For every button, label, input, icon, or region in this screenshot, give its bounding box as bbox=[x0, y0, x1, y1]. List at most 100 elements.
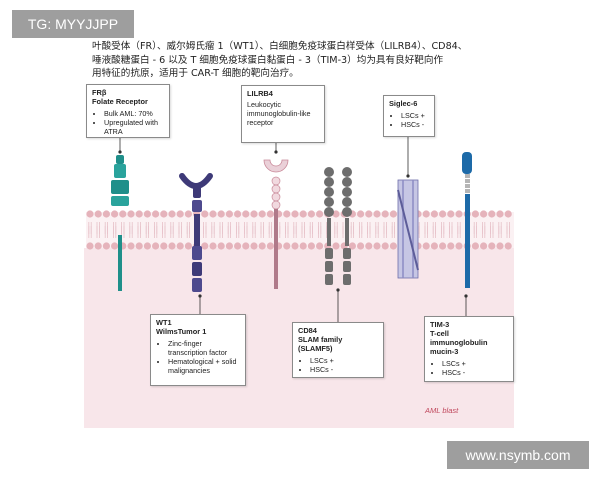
lipid-tail bbox=[268, 226, 272, 238]
fr-bullet: Bulk AML: 70% bbox=[104, 109, 164, 118]
lipid-head bbox=[471, 210, 479, 218]
lilrb4-card-desc: Leukocytic immunoglobulin-like receptor bbox=[247, 100, 311, 127]
lipid-tail bbox=[137, 226, 141, 238]
wt1-bullet: Zinc-finger transcription factor bbox=[168, 339, 240, 357]
lipid-head bbox=[283, 242, 291, 250]
lipid-tail bbox=[145, 226, 149, 238]
lipid-tail bbox=[186, 226, 190, 238]
lipid-tail bbox=[391, 226, 395, 238]
lipid-head bbox=[291, 210, 299, 218]
lipid-head bbox=[225, 242, 233, 250]
siglec-bullet: LSCs + bbox=[401, 111, 429, 120]
cd84-card: CD84 SLAM family (SLAMF5) LSCs + HSCs - bbox=[292, 322, 384, 378]
lipid-head bbox=[357, 210, 365, 218]
caption-line: 唾液酸糖蛋白 - 6 以及 T 细胞免疫球蛋白黏蛋白 - 3（TIM-3）均为具… bbox=[92, 54, 444, 66]
lipid-head bbox=[250, 242, 258, 250]
lipid-head bbox=[143, 242, 151, 250]
lipid-tail bbox=[244, 226, 248, 238]
lipid-head bbox=[430, 242, 438, 250]
lipid-head bbox=[111, 210, 119, 218]
wt1-bullet: Hematological + solid malignancies bbox=[168, 357, 240, 375]
cd84-card-bullets: LSCs + HSCs - bbox=[298, 356, 378, 374]
lipid-tail bbox=[318, 226, 322, 238]
tim3-card-title: TIM-3 bbox=[430, 320, 450, 329]
lipid-head bbox=[439, 210, 447, 218]
lipid-head bbox=[168, 242, 176, 250]
leader-dots bbox=[118, 150, 468, 298]
lipid-head bbox=[127, 210, 135, 218]
tim3-card: TIM-3 T-cell immunoglobulin mucin-3 LSCs… bbox=[424, 316, 514, 382]
fr-card-subtitle: Folate Receptor bbox=[92, 97, 148, 106]
lipid-head bbox=[94, 242, 102, 250]
caption-line: 叶酸受体（FR）、威尔姆氏瘤 1（WT1）、白细胞免疫球蛋白样受体（LILRB4… bbox=[92, 41, 468, 52]
lipid-tail bbox=[219, 226, 223, 238]
lipid-head bbox=[291, 242, 299, 250]
lipid-head bbox=[316, 210, 324, 218]
lipid-head bbox=[184, 210, 192, 218]
lipid-head bbox=[258, 242, 266, 250]
lipid-head bbox=[447, 210, 455, 218]
lipid-tail bbox=[482, 226, 486, 238]
lipid-head bbox=[471, 242, 479, 250]
lipid-tail bbox=[293, 226, 297, 238]
lipid-head bbox=[480, 242, 488, 250]
lipid-tail bbox=[367, 226, 371, 238]
lipid-head bbox=[242, 210, 250, 218]
lipid-head bbox=[119, 210, 127, 218]
wt1-card-bullets: Zinc-finger transcription factor Hematol… bbox=[156, 339, 240, 375]
siglec-card-bullets: LSCs + HSCs - bbox=[389, 111, 429, 129]
lipid-tail bbox=[211, 226, 215, 238]
cd84-bullet: HSCs - bbox=[310, 365, 378, 374]
tim3-card-bullets: LSCs + HSCs - bbox=[430, 359, 508, 377]
lipid-head bbox=[332, 242, 340, 250]
lipid-head bbox=[160, 210, 168, 218]
lipid-head bbox=[176, 210, 184, 218]
lipid-head bbox=[307, 242, 315, 250]
lipid-head bbox=[365, 242, 373, 250]
lipid-head bbox=[316, 242, 324, 250]
lipid-head bbox=[217, 242, 225, 250]
watermark-tag: TG: MYYJJPP bbox=[12, 10, 134, 38]
lipid-tail bbox=[88, 226, 92, 238]
lipid-head bbox=[299, 242, 307, 250]
tim3-bullet: HSCs - bbox=[442, 368, 508, 377]
lilrb4-receptor-icon bbox=[263, 159, 289, 289]
lipid-tail bbox=[383, 226, 387, 238]
lipid-tail bbox=[154, 226, 158, 238]
lipid-head bbox=[86, 210, 94, 218]
lipid-tail bbox=[457, 226, 461, 238]
lipid-tail bbox=[473, 226, 477, 238]
lipid-tail bbox=[449, 226, 453, 238]
fr-card: FRβ Folate Receptor Bulk AML: 70% Upregu… bbox=[86, 84, 170, 138]
lipid-tail bbox=[506, 226, 510, 238]
lilrb4-card: LILRB4 Leukocytic immunoglobulin-like re… bbox=[241, 85, 325, 143]
tim3-receptor-icon bbox=[462, 152, 472, 288]
lipid-head bbox=[299, 210, 307, 218]
lipid-head bbox=[389, 242, 397, 250]
lipid-head bbox=[250, 210, 258, 218]
lipid-head bbox=[217, 210, 225, 218]
lipid-head bbox=[439, 242, 447, 250]
lipid-head bbox=[381, 242, 389, 250]
lipid-head bbox=[422, 242, 430, 250]
fr-card-title: FRβ bbox=[92, 88, 107, 97]
lipid-head bbox=[135, 242, 143, 250]
wt1-card-subtitle: WilmsTumor 1 bbox=[156, 327, 207, 336]
lipid-head bbox=[381, 210, 389, 218]
lipid-head bbox=[348, 242, 356, 250]
tim3-card-subtitle: T-cell immunoglobulin mucin-3 bbox=[430, 329, 488, 356]
lipid-tail bbox=[309, 226, 313, 238]
lipid-head bbox=[225, 210, 233, 218]
lipid-tail bbox=[96, 226, 100, 238]
lipid-tail bbox=[162, 226, 166, 238]
lipid-tail bbox=[113, 226, 117, 238]
cell-label: AML blast bbox=[425, 406, 459, 415]
lipid-head bbox=[152, 242, 160, 250]
cd84-card-title: CD84 bbox=[298, 326, 317, 335]
lipid-head bbox=[234, 242, 242, 250]
wt1-card: WT1 WilmsTumor 1 Zinc-finger transcripti… bbox=[150, 314, 246, 386]
lipid-head bbox=[168, 210, 176, 218]
caption-text: 叶酸受体（FR）、威尔姆氏瘤 1（WT1）、白细胞免疫球蛋白样受体（LILRB4… bbox=[92, 40, 522, 81]
lipid-head bbox=[127, 242, 135, 250]
lipid-head bbox=[102, 242, 110, 250]
